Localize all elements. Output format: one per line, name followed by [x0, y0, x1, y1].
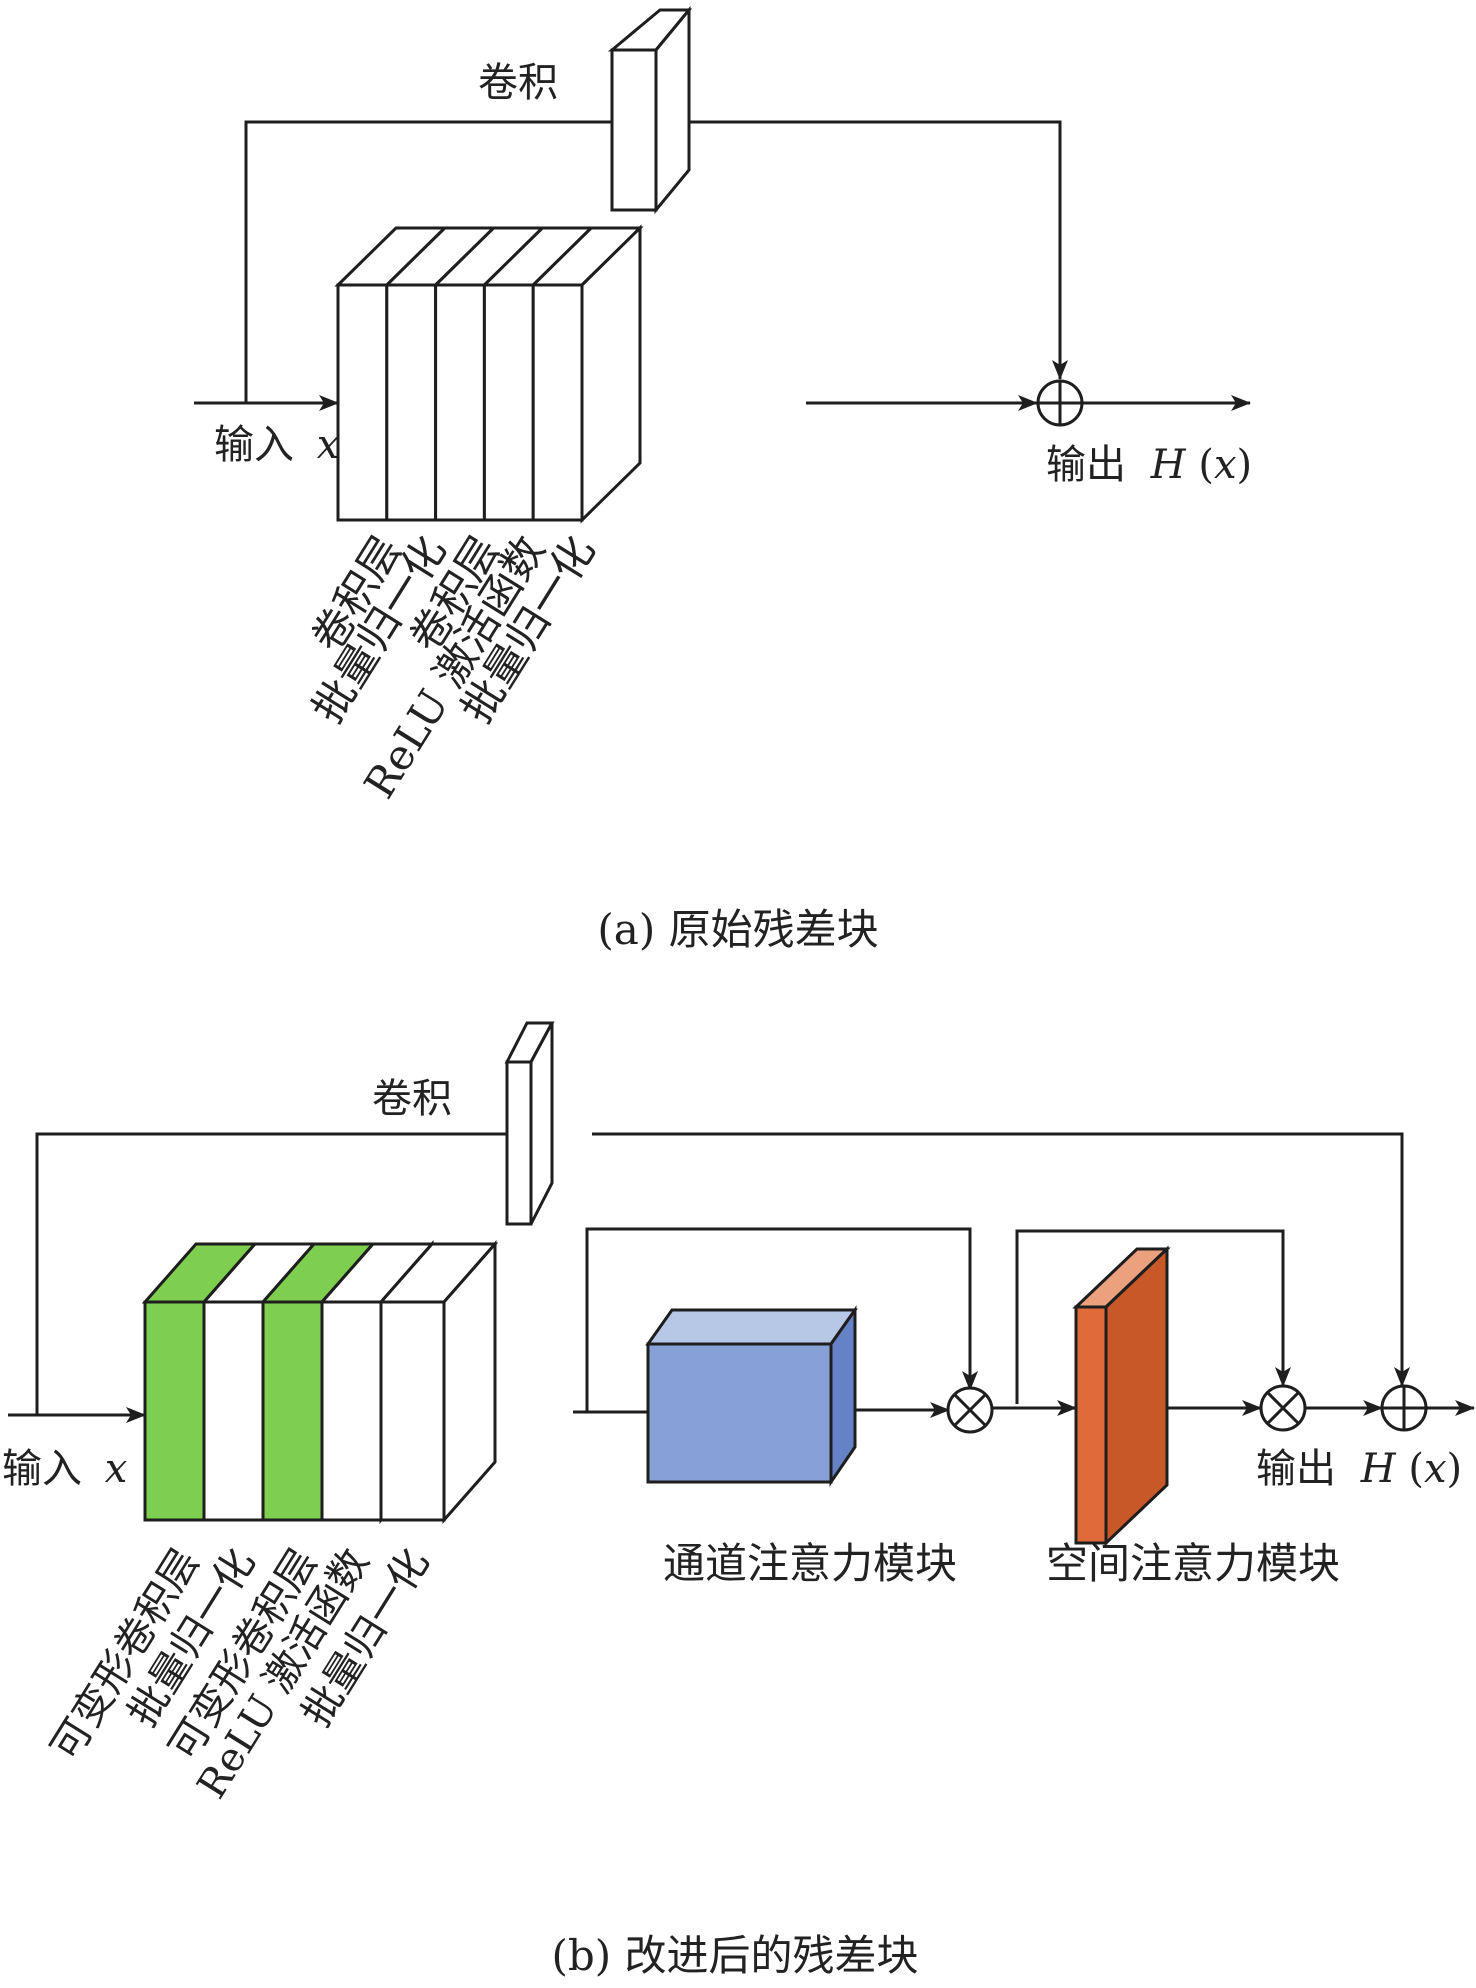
input-var-b: x	[105, 1446, 128, 1492]
layer-b-slice	[379, 1300, 446, 1522]
output-arg-b: x	[1424, 1446, 1447, 1492]
add-node-b	[1380, 1384, 1428, 1432]
layer-a-slice	[531, 283, 584, 522]
main-block-a	[334, 224, 644, 524]
layer-b-slice	[261, 1300, 324, 1522]
output-func-b: H	[1360, 1446, 1397, 1492]
output-label-b: 输出 H (x)	[1256, 1446, 1462, 1492]
input-text-a: 输入	[214, 422, 294, 468]
input-text-b: 输入	[2, 1446, 82, 1492]
output-arg-a: x	[1214, 442, 1237, 488]
layer-a-slice	[385, 283, 438, 522]
layer-b-side	[442, 1240, 497, 1524]
input-var-a: x	[317, 422, 340, 468]
input-label-b: 输入 x	[2, 1446, 127, 1492]
caption-a: (a) 原始残差块	[597, 905, 878, 954]
conv-block-a	[607, 5, 693, 215]
input-label-a: 输入 x	[214, 422, 339, 468]
output-label-a: 输出 H (x)	[1046, 442, 1252, 488]
skip-connection-a-right	[689, 120, 1068, 380]
channel-attention-module	[645, 1305, 858, 1487]
skip-connection-a	[244, 120, 612, 403]
layer-b-slice	[202, 1300, 265, 1522]
output-func-a: H	[1150, 442, 1187, 488]
spatial-skip	[1015, 1229, 1291, 1404]
add-node-a	[1036, 379, 1084, 427]
layer-a-slice	[336, 283, 389, 522]
layer-a-side	[580, 224, 642, 524]
layer-b-slice	[320, 1300, 383, 1522]
mul-node-2	[1259, 1384, 1307, 1432]
paren-open-b: (	[1408, 1446, 1424, 1492]
panel-b	[8, 1021, 1475, 1547]
skip-connection-b-right	[592, 1132, 1410, 1387]
paren-close-b: )	[1447, 1446, 1463, 1492]
conv-label-a: 卷积	[478, 60, 558, 106]
skip-connection-b	[35, 1132, 507, 1415]
output-text-b: 输出	[1256, 1446, 1336, 1492]
paren-close-a: )	[1237, 442, 1253, 488]
channel-skip	[585, 1227, 978, 1412]
panel-a	[194, 5, 1251, 524]
mul-node-1	[946, 1386, 994, 1434]
output-text-a: 输出	[1046, 442, 1126, 488]
conv-label-b: 卷积	[372, 1076, 452, 1122]
paren-open-a: (	[1198, 442, 1214, 488]
caption-b: (b) 改进后的残差块	[551, 1931, 918, 1980]
conv-block-b	[504, 1021, 555, 1226]
main-block-b	[141, 1240, 499, 1524]
channel-attention-label: 通道注意力模块	[663, 1539, 957, 1588]
spatial-attention-module	[1072, 1245, 1171, 1547]
layer-b-slice	[143, 1300, 206, 1522]
spatial-attention-label: 空间注意力模块	[1046, 1539, 1340, 1588]
layer-a-slice	[434, 283, 486, 522]
layer-a-slice	[482, 283, 535, 522]
